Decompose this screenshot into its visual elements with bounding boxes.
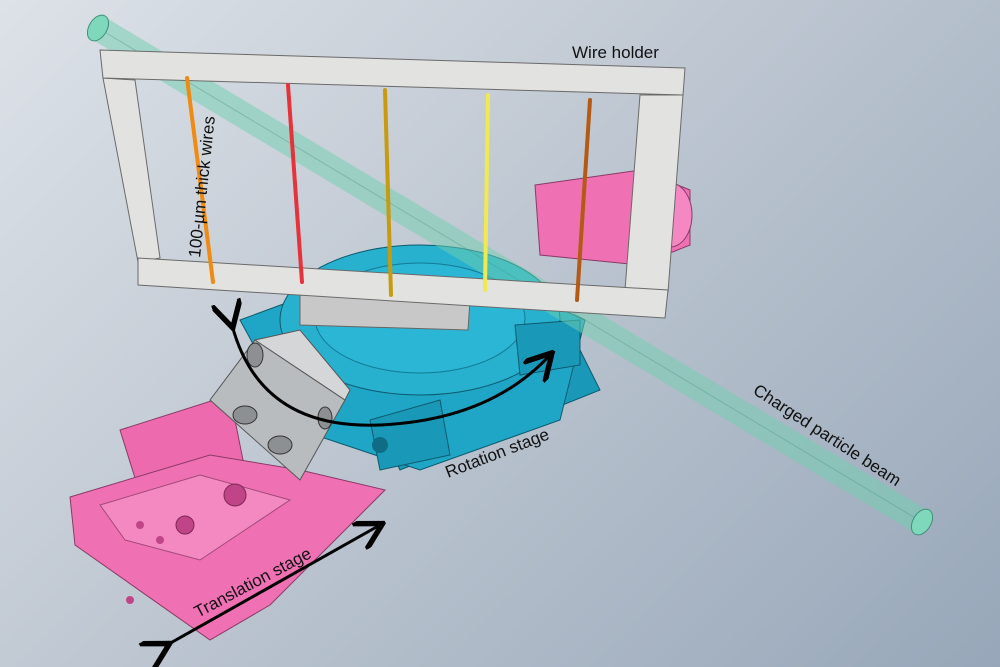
wire-4 [483, 93, 490, 292]
wires-label: 100-µm thick wires [185, 115, 219, 258]
translation-arrow [167, 525, 380, 645]
particle-beam [86, 14, 934, 536]
wire-1 [185, 76, 215, 284]
wire-holder-label: Wire holder [572, 43, 659, 62]
wire-5 [575, 98, 592, 302]
wire-2 [286, 83, 304, 284]
rotation-arrow [232, 325, 550, 427]
wires [185, 76, 592, 302]
wire-3 [383, 88, 393, 297]
